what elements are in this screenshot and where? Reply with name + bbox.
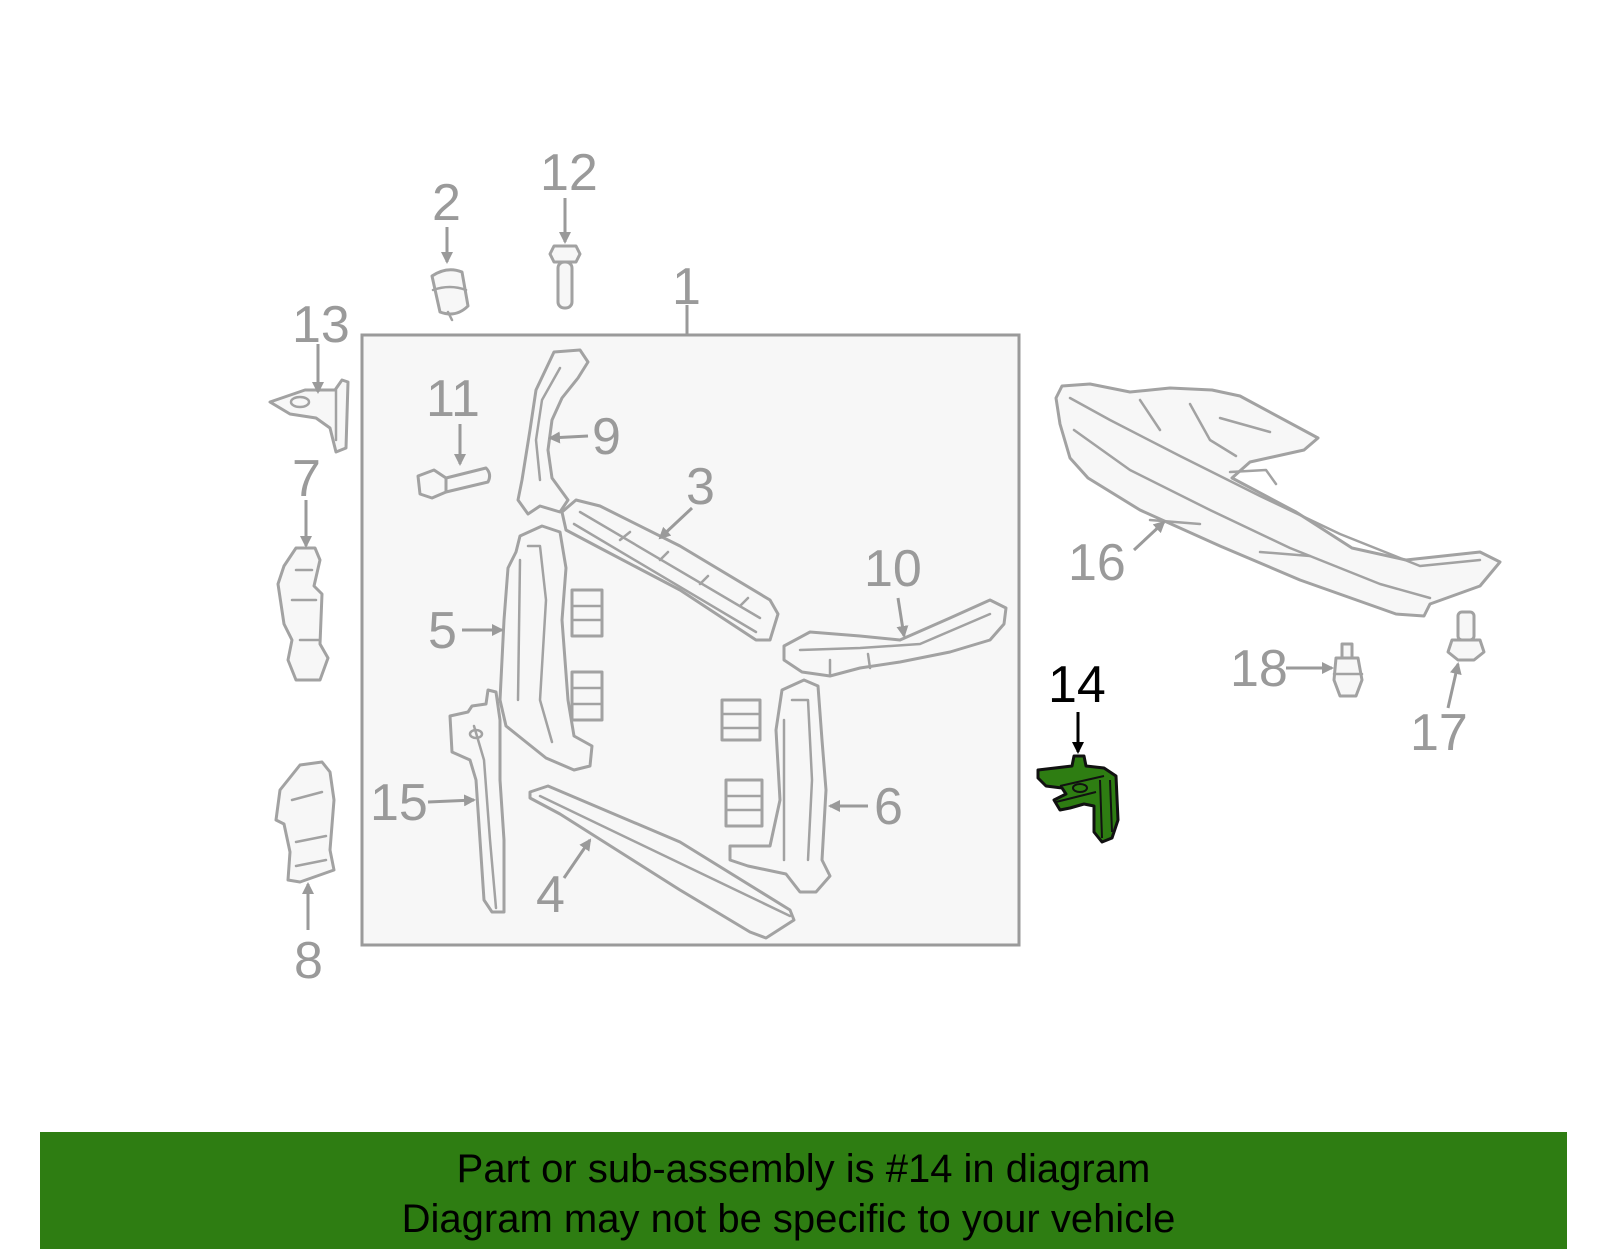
part-16-undercover[interactable] [1054,382,1502,618]
callout-14: 14 [1048,656,1106,714]
callout-1: 1 [672,258,701,316]
callout-15: 15 [370,774,428,832]
arrow-4 [562,838,592,879]
callout-10: 10 [864,540,922,598]
arrow-9 [548,431,589,444]
part-5-side-support[interactable] [498,524,604,772]
arrow-17 [1446,662,1462,709]
part-17-clip[interactable] [1446,610,1486,662]
part-8-bracket[interactable] [274,760,336,884]
callout-3: 3 [686,458,715,516]
part-11-bolt[interactable] [416,466,492,500]
part-6-side-support[interactable] [720,678,832,894]
part-10-support[interactable] [782,598,1008,678]
callout-18: 18 [1230,640,1288,698]
callout-8: 8 [294,932,323,990]
part-2-bumper[interactable] [430,268,470,322]
callout-5: 5 [428,602,457,660]
banner-line-1: Part or sub-assembly is #14 in diagram [456,1147,1151,1191]
part-18-clip[interactable] [1332,642,1364,698]
arrow-3 [658,506,694,540]
info-banner: Part or sub-assembly is #14 in diagram D… [40,1132,1567,1249]
part-7-bracket[interactable] [276,546,330,682]
arrow-16 [1132,520,1166,552]
part-3-upper-member[interactable] [560,498,780,642]
part-14-bracket[interactable] [1036,754,1120,844]
callout-16: 16 [1068,534,1126,592]
callout-12: 12 [540,144,598,202]
callout-9: 9 [592,408,621,466]
callout-2: 2 [432,174,461,232]
callout-13: 13 [292,296,350,354]
part-13-bracket[interactable] [268,378,350,454]
arrow-10 [896,597,909,638]
callout-11: 11 [426,370,480,428]
callout-17: 17 [1410,704,1468,762]
part-15-support[interactable] [448,688,506,914]
arrow-15 [427,794,476,807]
callout-7: 7 [292,450,321,508]
banner-line-2: Diagram may not be specific to your vehi… [401,1197,1176,1241]
part-4-lower-member[interactable] [528,784,796,940]
callout-4: 4 [536,866,565,924]
part-9-support[interactable] [516,348,590,516]
part-12-bolt[interactable] [548,244,582,310]
callout-6: 6 [874,778,903,836]
